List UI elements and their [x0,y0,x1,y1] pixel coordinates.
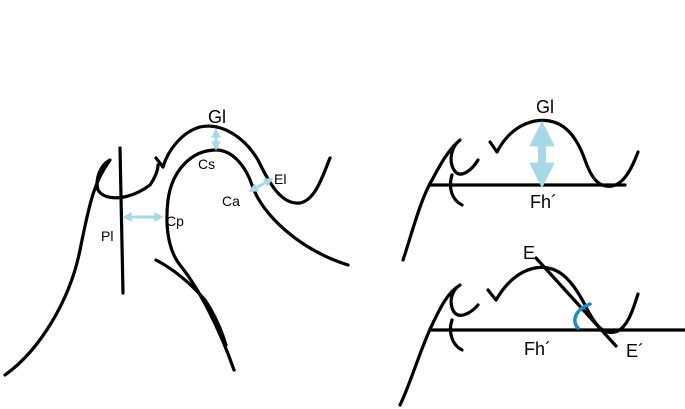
rb-posterior-outline [398,283,480,407]
label-el: El [274,171,286,187]
condyle-neck-outline [154,258,228,347]
posterior-outline [3,158,160,377]
label-cp: Cp [166,213,184,229]
rt-small-curve [448,173,464,207]
rb-label-fh: Fh´ [524,339,551,359]
rb-glenoid-outline [486,265,640,335]
label-ca: Ca [222,193,240,209]
right-top-figure: Gl Fh´ [401,97,640,262]
label-gl: Gl [208,107,226,127]
pl-line [118,146,125,295]
glenoid-fossa-outline [154,124,332,205]
right-bottom-figure: E Fh´ E´ [398,243,685,407]
ca-el-arrow [248,178,274,192]
label-cs: Cs [198,156,215,172]
condyle-outline [165,148,350,372]
rb-angle-arc [573,302,592,330]
rt-label-fh: Fh´ [530,192,557,212]
rt-posterior-outline [401,138,480,262]
rt-label-gl: Gl [536,97,554,117]
rt-glenoid-outline [488,118,640,188]
label-pl: Pl [101,228,113,244]
left-figure: Gl Cs El Ca Pl Cp [3,107,350,377]
rb-label-e: E [523,243,535,263]
rb-small-curve [448,318,464,352]
rb-label-e-prime: E´ [626,341,644,361]
rb-eminence-tangent [534,256,618,348]
